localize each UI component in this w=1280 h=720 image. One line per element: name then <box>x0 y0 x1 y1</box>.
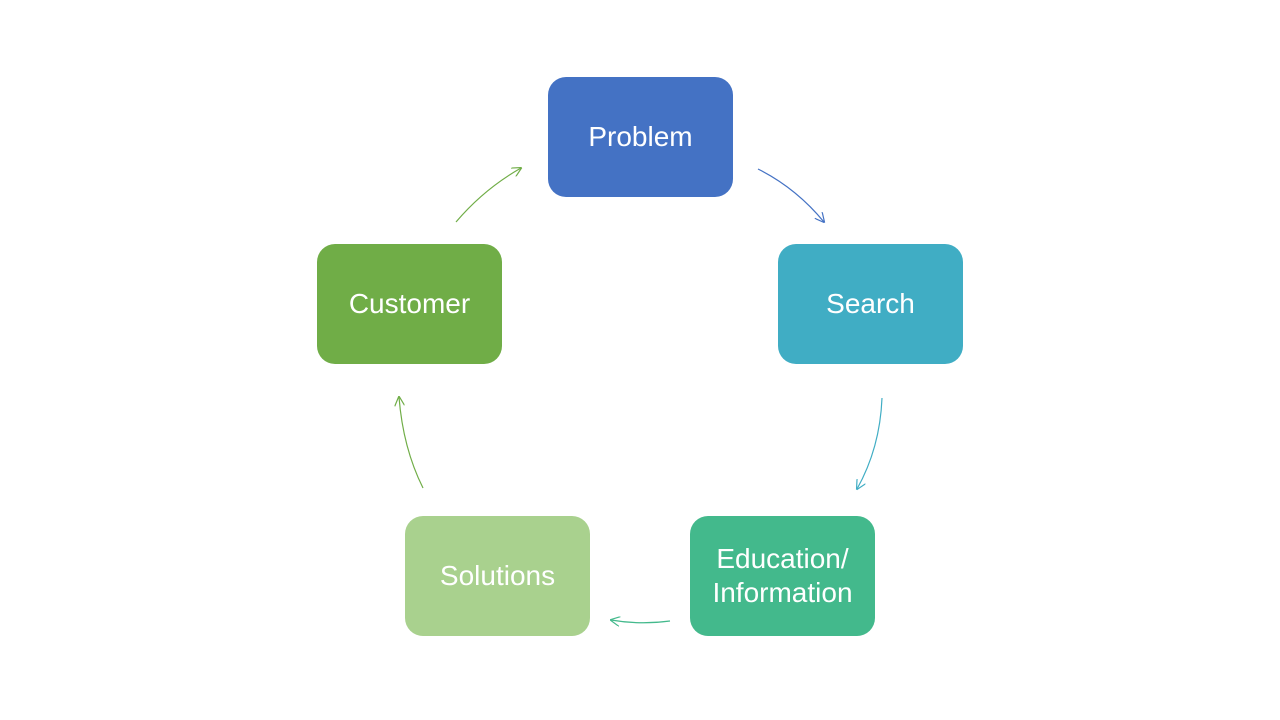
node-education-information: Education/ Information <box>690 516 875 636</box>
arrow-problem-to-search <box>757 168 824 222</box>
node-search: Search <box>778 244 963 364</box>
node-solutions: Solutions <box>405 516 590 636</box>
node-customer: Customer <box>317 244 502 364</box>
arrow-education-to-solutions <box>611 620 671 623</box>
arrow-search-to-education <box>857 397 883 489</box>
node-problem: Problem <box>548 77 733 197</box>
arrow-solutions-to-customer <box>399 397 424 489</box>
arrow-customer-to-problem <box>455 168 521 223</box>
